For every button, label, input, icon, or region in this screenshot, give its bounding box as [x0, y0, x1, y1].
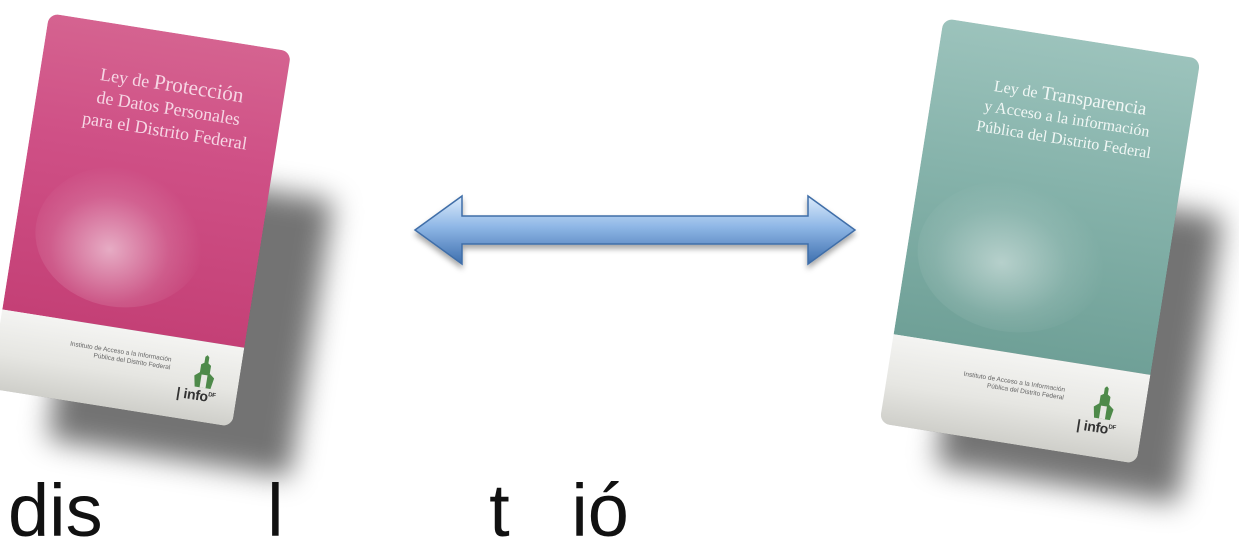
monument-logo-icon: [1088, 384, 1121, 422]
book-right: Ley de Transparencia y Acceso a la infor…: [902, 36, 1232, 506]
double-arrow-icon: [410, 188, 860, 278]
monument-logo-icon: [189, 353, 222, 391]
book-left: Ley de Protección de Datos Personales pa…: [18, 30, 318, 470]
bottom-caption: dis l t ió: [8, 466, 629, 556]
